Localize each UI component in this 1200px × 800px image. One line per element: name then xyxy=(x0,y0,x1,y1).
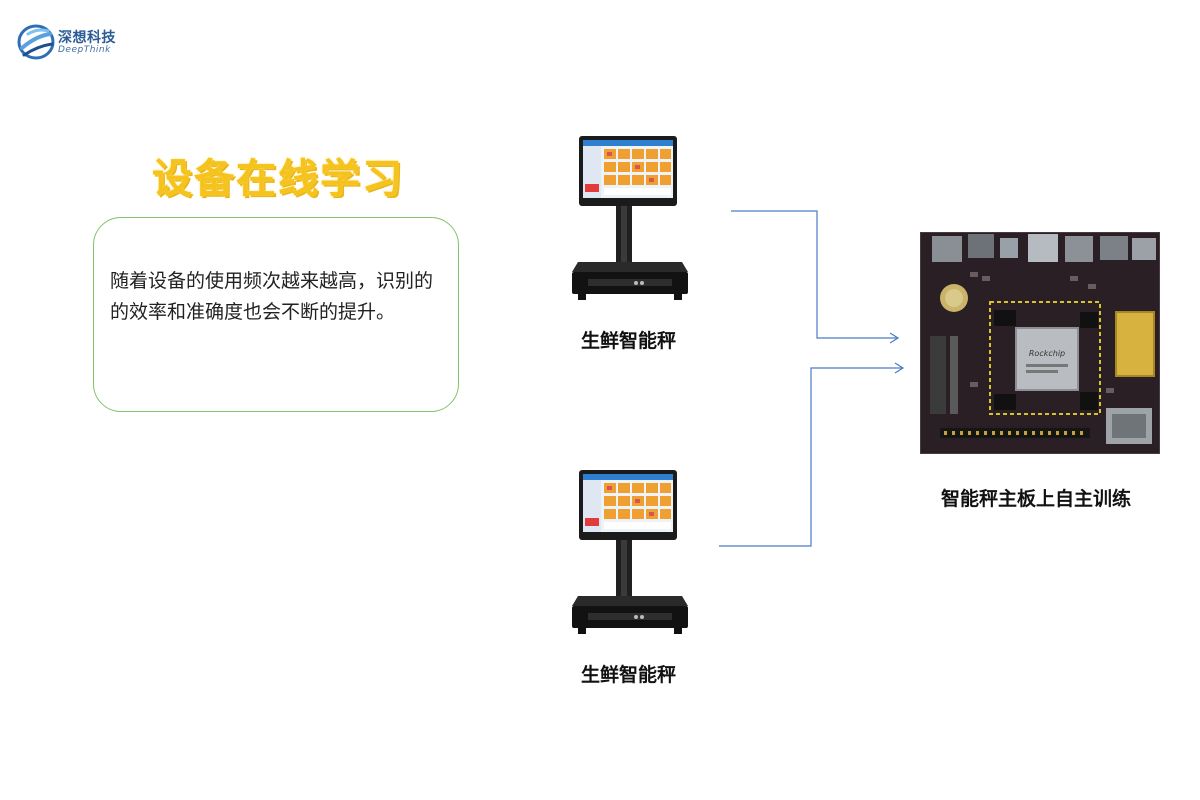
logo-name-cn: 深想科技 xyxy=(58,30,116,46)
arrowhead-1 xyxy=(889,332,900,344)
smart-scale-1 xyxy=(560,132,710,312)
smart-scale-icon xyxy=(572,470,688,634)
mainboard-caption: 智能秤主板上自主训练 xyxy=(941,488,1132,510)
connector-line-1 xyxy=(731,210,898,339)
device-caption-2: 生鲜智能秤 xyxy=(581,664,677,686)
logo-name-en: DeepThink xyxy=(58,45,111,55)
description-text: 随着设备的使用频次越来越高，识别的的效率和准确度也会不断的提升。 xyxy=(110,270,434,323)
deepthink-logo-icon xyxy=(17,24,55,60)
device-caption-1: 生鲜智能秤 xyxy=(581,330,677,352)
mainboard-image: Rockchip xyxy=(919,231,1161,455)
page-title: 设备在线学习 xyxy=(152,156,404,202)
smart-scale-icon xyxy=(572,136,688,300)
soc-chip-label: Rockchip xyxy=(1029,349,1065,358)
circuit-board-icon: Rockchip xyxy=(919,231,1161,455)
description-box: 随着设备的使用频次越来越高，识别的的效率和准确度也会不断的提升。 xyxy=(93,217,459,412)
connector-line-2 xyxy=(719,367,903,547)
arrowhead-2 xyxy=(894,362,905,374)
company-logo: 深想科技 DeepThink xyxy=(16,22,146,62)
smart-scale-2 xyxy=(560,466,710,646)
